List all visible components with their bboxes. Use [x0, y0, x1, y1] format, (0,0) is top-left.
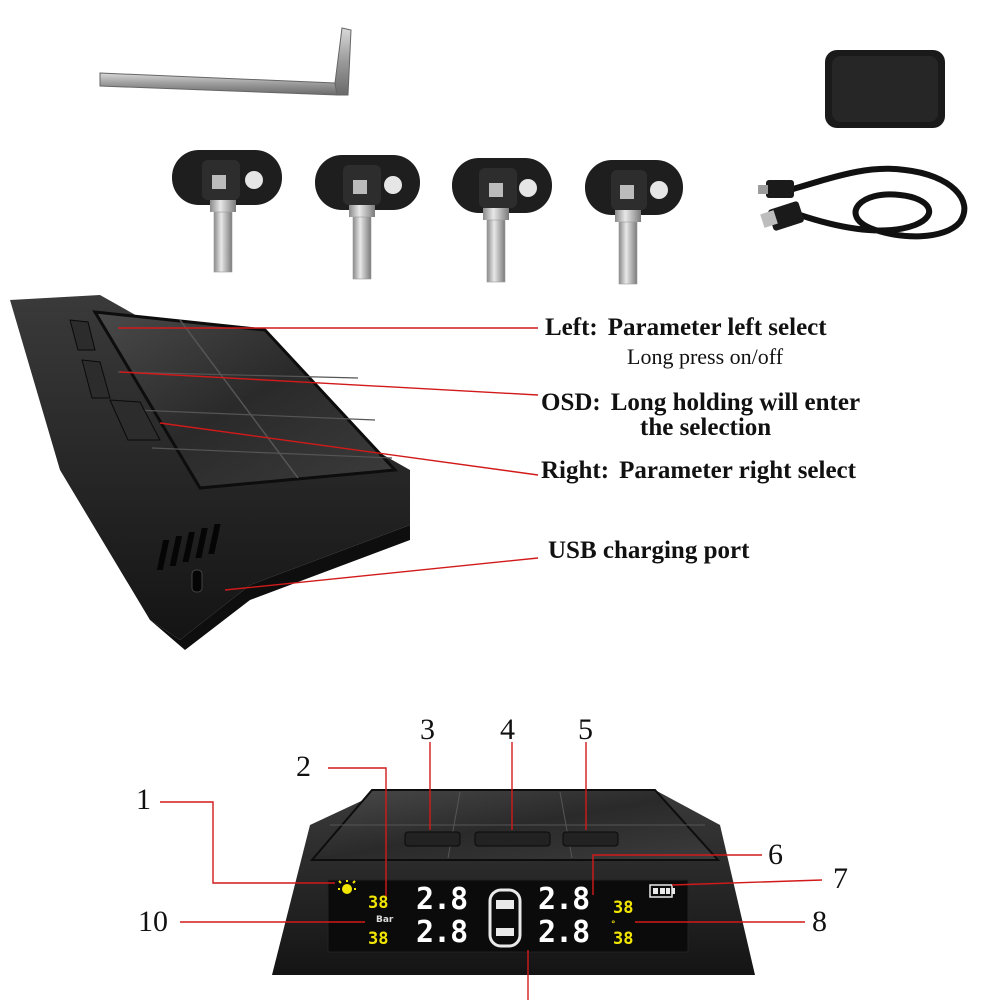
osd-button-label-line2: the selection [640, 414, 772, 441]
callout-5: 5 [578, 713, 593, 746]
tpms-sensor-2 [315, 155, 420, 280]
usb-cable [758, 165, 968, 240]
right-text: Parameter right select [619, 457, 856, 484]
temp-rear-left: 38 [368, 929, 389, 949]
callout-8: 8 [812, 905, 827, 938]
pressure-rear-left: 2.8 [416, 915, 468, 950]
allen-wrench [99, 27, 352, 96]
sun-icon [338, 880, 356, 894]
callout-6: 6 [768, 838, 783, 871]
callout-7: 7 [833, 862, 848, 895]
callout-10: 10 [138, 905, 168, 938]
tpms-main-unit-angled [10, 295, 410, 650]
temp-front-right: 38 [613, 898, 634, 918]
callout-lines-top [118, 327, 539, 591]
right-key: Right: [541, 457, 610, 484]
pressure-rear-right: 2.8 [538, 915, 590, 950]
osd-text: Long holding will enter [610, 389, 861, 416]
tpms-main-unit-front [272, 789, 755, 975]
left-button-label: Left: Parameter left select [545, 314, 827, 342]
pressure-unit: Bar [376, 915, 394, 925]
callout-lines-bottom [160, 742, 823, 1000]
callout-2: 2 [296, 750, 311, 783]
pressure-front-left: 2.8 [416, 882, 468, 917]
left-text: Parameter left select [607, 314, 827, 341]
tpms-sensor-4 [585, 160, 683, 285]
callout-1: 1 [136, 783, 151, 816]
temperature-unit: ° [611, 920, 616, 930]
pressure-front-right: 2.8 [538, 882, 590, 917]
adhesive-pad [825, 50, 945, 128]
temp-rear-right: 38 [613, 929, 634, 949]
left-key: Left: [545, 314, 598, 341]
left-button-sublabel: Long press on/off [627, 344, 784, 369]
car-icon [488, 888, 522, 948]
tpms-sensor-3 [452, 158, 552, 283]
temp-front-left: 38 [368, 893, 389, 913]
callout-3: 3 [420, 713, 435, 746]
battery-icon [649, 884, 675, 898]
tpms-sensor-1 [172, 150, 282, 273]
usb-port-label: USB charging port [548, 537, 750, 564]
callout-4: 4 [500, 713, 515, 746]
osd-button-label: OSD: Long holding will enter [541, 389, 860, 417]
right-button-label: Right: Parameter right select [541, 457, 856, 485]
osd-key: OSD: [541, 389, 601, 416]
